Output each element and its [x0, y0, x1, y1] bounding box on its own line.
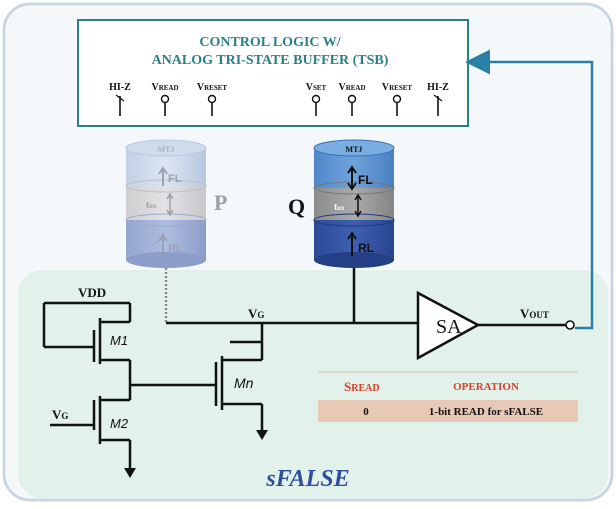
pin-vread-right: VREAD [338, 82, 366, 116]
svg-text:HI-Z: HI-Z [109, 82, 131, 93]
circuit-wires [42, 268, 566, 470]
mtj-q-fl-arrow-icon [347, 165, 357, 191]
svg-text:HI-Z: HI-Z [427, 82, 449, 93]
m2-label: M2 [110, 416, 129, 431]
feedback-arrow [465, 49, 594, 330]
mtj-p-fl-arrow-icon [158, 166, 168, 186]
mtj-q-name: Q [288, 194, 305, 219]
vg-node-label: VG [248, 306, 264, 321]
mtj-q-fl: FL [358, 173, 373, 187]
mtj-p-tox-arrow-icon [166, 192, 174, 217]
svg-text:VRESET: VRESET [382, 82, 413, 93]
mn-ground-arrow-icon [256, 430, 268, 440]
sense-amplifier [416, 290, 481, 361]
mtj-q: MTJ FL tox RL [313, 139, 395, 268]
operation-table: SREAD OPERATION 0 1-bit READ for sFALSE [318, 371, 578, 422]
sa-label: SA [436, 316, 462, 338]
mtj-p-rl: RL [168, 243, 183, 255]
mtj-p: MTJ FL tox RL [125, 139, 207, 268]
vout-terminal [565, 320, 575, 330]
mtj-p-fl: FL [168, 173, 182, 185]
logic-title-line2: ANALOG TRI-STATE BUFFER (TSB) [152, 53, 389, 68]
mtj-q-rl: RL [358, 241, 374, 255]
mtj-p-rl-arrow-icon [158, 233, 168, 256]
mtj-p-name: P [214, 190, 227, 215]
control-logic-box [77, 19, 469, 127]
table-cell-sread: 0 [363, 406, 369, 418]
pin-hi-z-right: HI-Z [427, 82, 449, 116]
table-header-operation: OPERATION [453, 381, 519, 393]
caption-sfalse: sFALSE [265, 466, 349, 492]
pin-vset-right: VSET [306, 82, 327, 116]
mtj-p-label: MTJ [158, 145, 175, 154]
logic-title-line1: CONTROL LOGIC W/ [199, 35, 341, 50]
pin-vreset-right: VRESET [382, 82, 413, 116]
m1-label: M1 [110, 333, 128, 348]
svg-text:VSET: VSET [306, 82, 327, 93]
mtj-p-tox: tox [146, 200, 157, 211]
mtj-q-tox-arrow-icon [354, 193, 362, 218]
table-cell-operation: 1-bit READ for sFALSE [429, 406, 543, 418]
vdd-label: VDD [78, 285, 106, 300]
svg-text:VREAD: VREAD [151, 82, 178, 93]
pin-vread-left: VREAD [151, 82, 179, 116]
mtj-q-tox: tox [334, 202, 345, 213]
pin-hi-z-left: HI-Z [109, 82, 131, 116]
table-row [318, 400, 578, 422]
m2-ground-arrow-icon [124, 468, 136, 478]
mtj-q-label: MTJ [346, 145, 363, 154]
vout-label: VOUT [520, 306, 549, 321]
mn-label: Mn [234, 375, 254, 391]
svg-text:VREAD: VREAD [338, 82, 365, 93]
svg-text:VRESET: VRESET [197, 82, 228, 93]
mtj-q-rl-arrow-icon [347, 231, 357, 256]
pin-vreset-left: VRESET [197, 82, 228, 116]
vg-input-label: VG [52, 407, 68, 422]
table-header-sread: SREAD [344, 379, 380, 394]
